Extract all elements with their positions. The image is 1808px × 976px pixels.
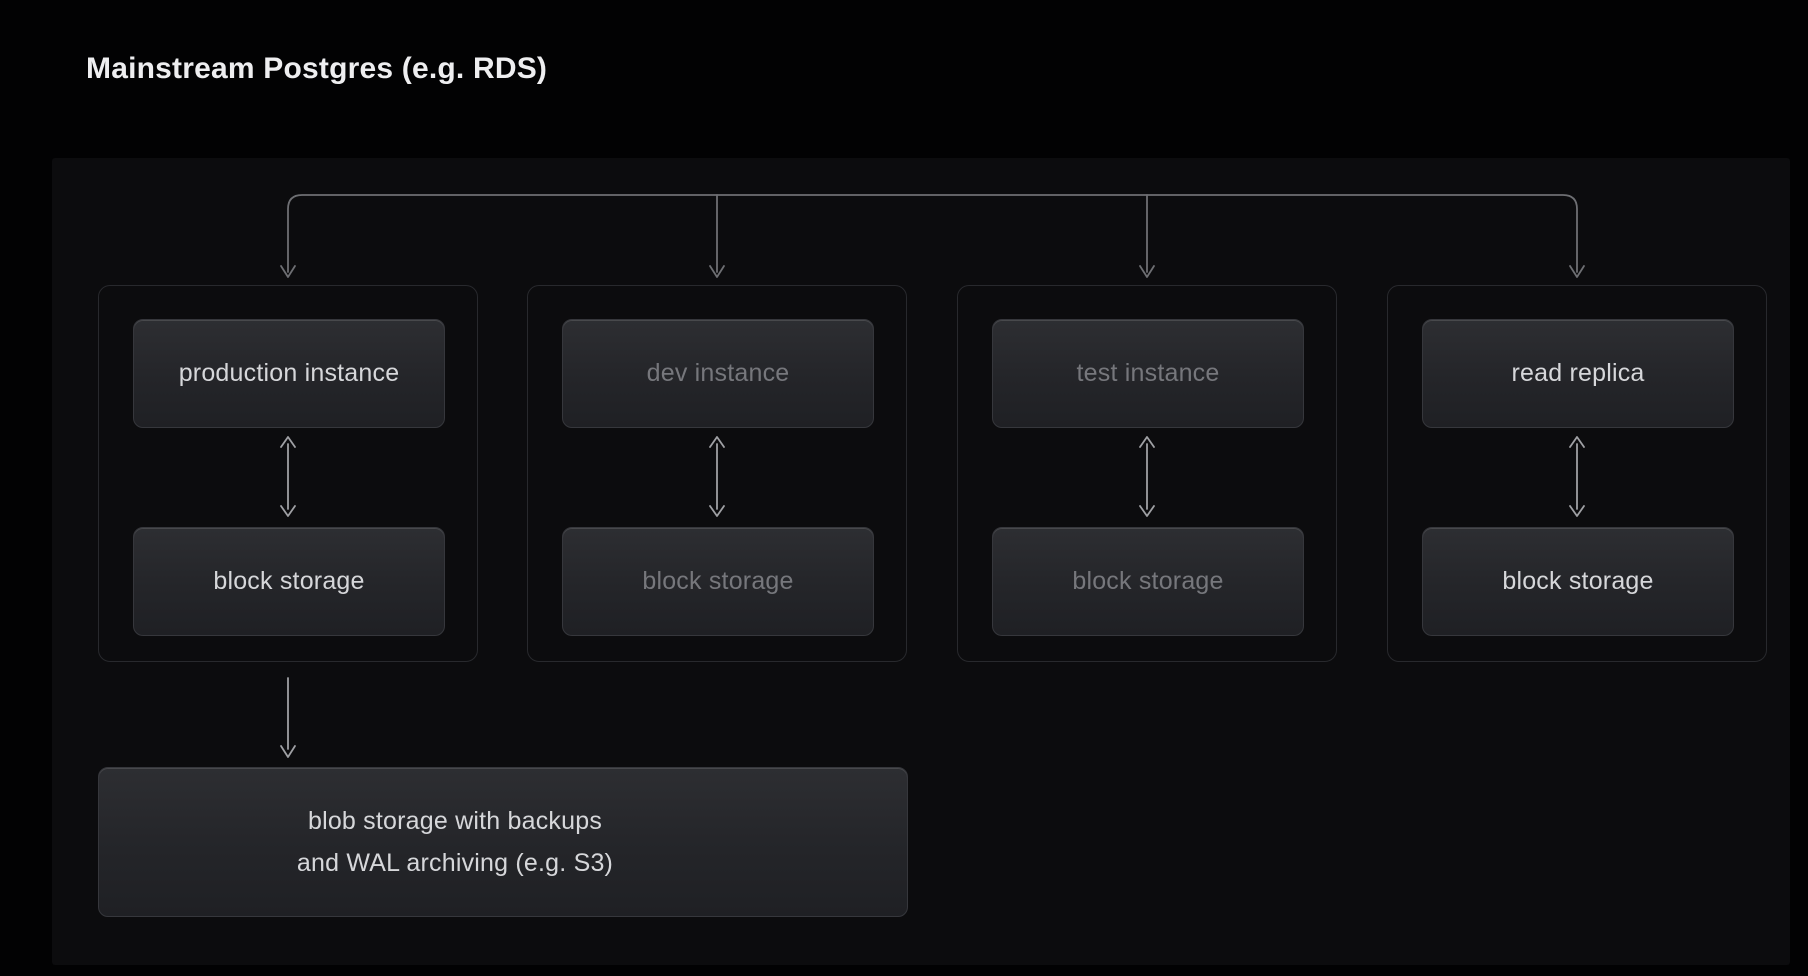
- group-read-replica: read replica block storage: [1387, 285, 1767, 662]
- node-dev-block-storage: block storage: [562, 527, 874, 636]
- node-production-block-storage: block storage: [133, 527, 445, 636]
- node-production-instance: production instance: [133, 319, 445, 428]
- node-dev-instance: dev instance: [562, 319, 874, 428]
- node-read-replica-block-storage: block storage: [1422, 527, 1734, 636]
- node-test-block-storage: block storage: [992, 527, 1304, 636]
- page-title: Mainstream Postgres (e.g. RDS): [86, 52, 548, 85]
- node-test-instance: test instance: [992, 319, 1304, 428]
- node-read-replica: read replica: [1422, 319, 1734, 428]
- group-test: test instance block storage: [957, 285, 1337, 662]
- blob-storage-label-line1: blob storage with backups: [307, 807, 603, 835]
- node-blob-storage: blob storage with backups and WAL archiv…: [98, 767, 908, 917]
- group-dev: dev instance block storage: [527, 285, 907, 662]
- group-production: production instance block storage: [98, 285, 478, 662]
- blob-storage-label-line2: and WAL archiving (e.g. S3): [296, 849, 614, 877]
